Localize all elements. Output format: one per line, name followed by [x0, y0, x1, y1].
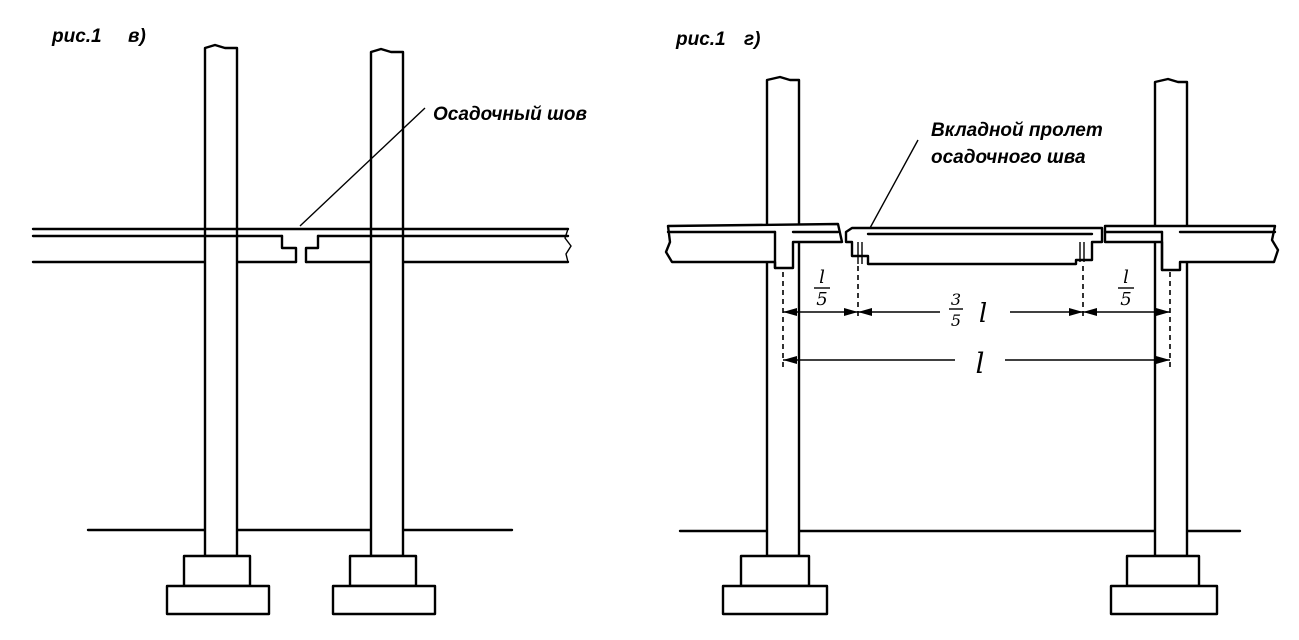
settlement-joint-leader — [299, 107, 426, 227]
column-left-1 — [203, 43, 239, 558]
figure-v-caption: рис.1 — [51, 26, 102, 47]
figure-g-caption: рис.1 — [675, 29, 726, 50]
column-right-1 — [765, 75, 801, 558]
column-left-2 — [369, 47, 405, 558]
figure-v-letter: в) — [128, 26, 146, 47]
svg-text:l: l — [819, 267, 825, 288]
svg-text:3: 3 — [951, 290, 961, 309]
slab-left — [31, 227, 572, 264]
dim-left-fraction: l 5 — [814, 267, 830, 310]
slab-right-right-part — [1103, 224, 1280, 272]
slab-right-left-part — [664, 222, 844, 270]
dimension-row-total: l — [783, 343, 1170, 380]
inserted-span-label-line1: Вкладной пролет — [931, 120, 1103, 141]
figure-g: рис.1 г) — [664, 29, 1280, 616]
figure-g-letter: г) — [744, 29, 760, 50]
inserted-span-leader — [869, 139, 919, 229]
svg-text:l: l — [979, 299, 987, 329]
footing-right-2 — [1109, 554, 1219, 616]
dim-mid-fraction: 3 5 l — [949, 290, 987, 330]
inserted-span — [844, 226, 1104, 266]
inserted-span-label-line2: осадочного шва — [931, 147, 1086, 168]
footing-right-1 — [721, 554, 829, 616]
column-right-2 — [1153, 77, 1189, 558]
dimension-row-parts — [783, 296, 1170, 326]
figure-v: рис.1 в) — [31, 26, 587, 616]
settlement-joint-label: Осадочный шов — [433, 104, 587, 125]
footing-left-2 — [331, 554, 437, 616]
svg-text:5: 5 — [1120, 289, 1131, 310]
dim-total-label: l — [976, 347, 985, 380]
footing-left-1 — [165, 554, 271, 616]
svg-text:5: 5 — [816, 289, 827, 310]
svg-text:5: 5 — [951, 311, 961, 330]
svg-text:l: l — [1123, 267, 1129, 288]
dim-right-fraction: l 5 — [1118, 267, 1134, 310]
